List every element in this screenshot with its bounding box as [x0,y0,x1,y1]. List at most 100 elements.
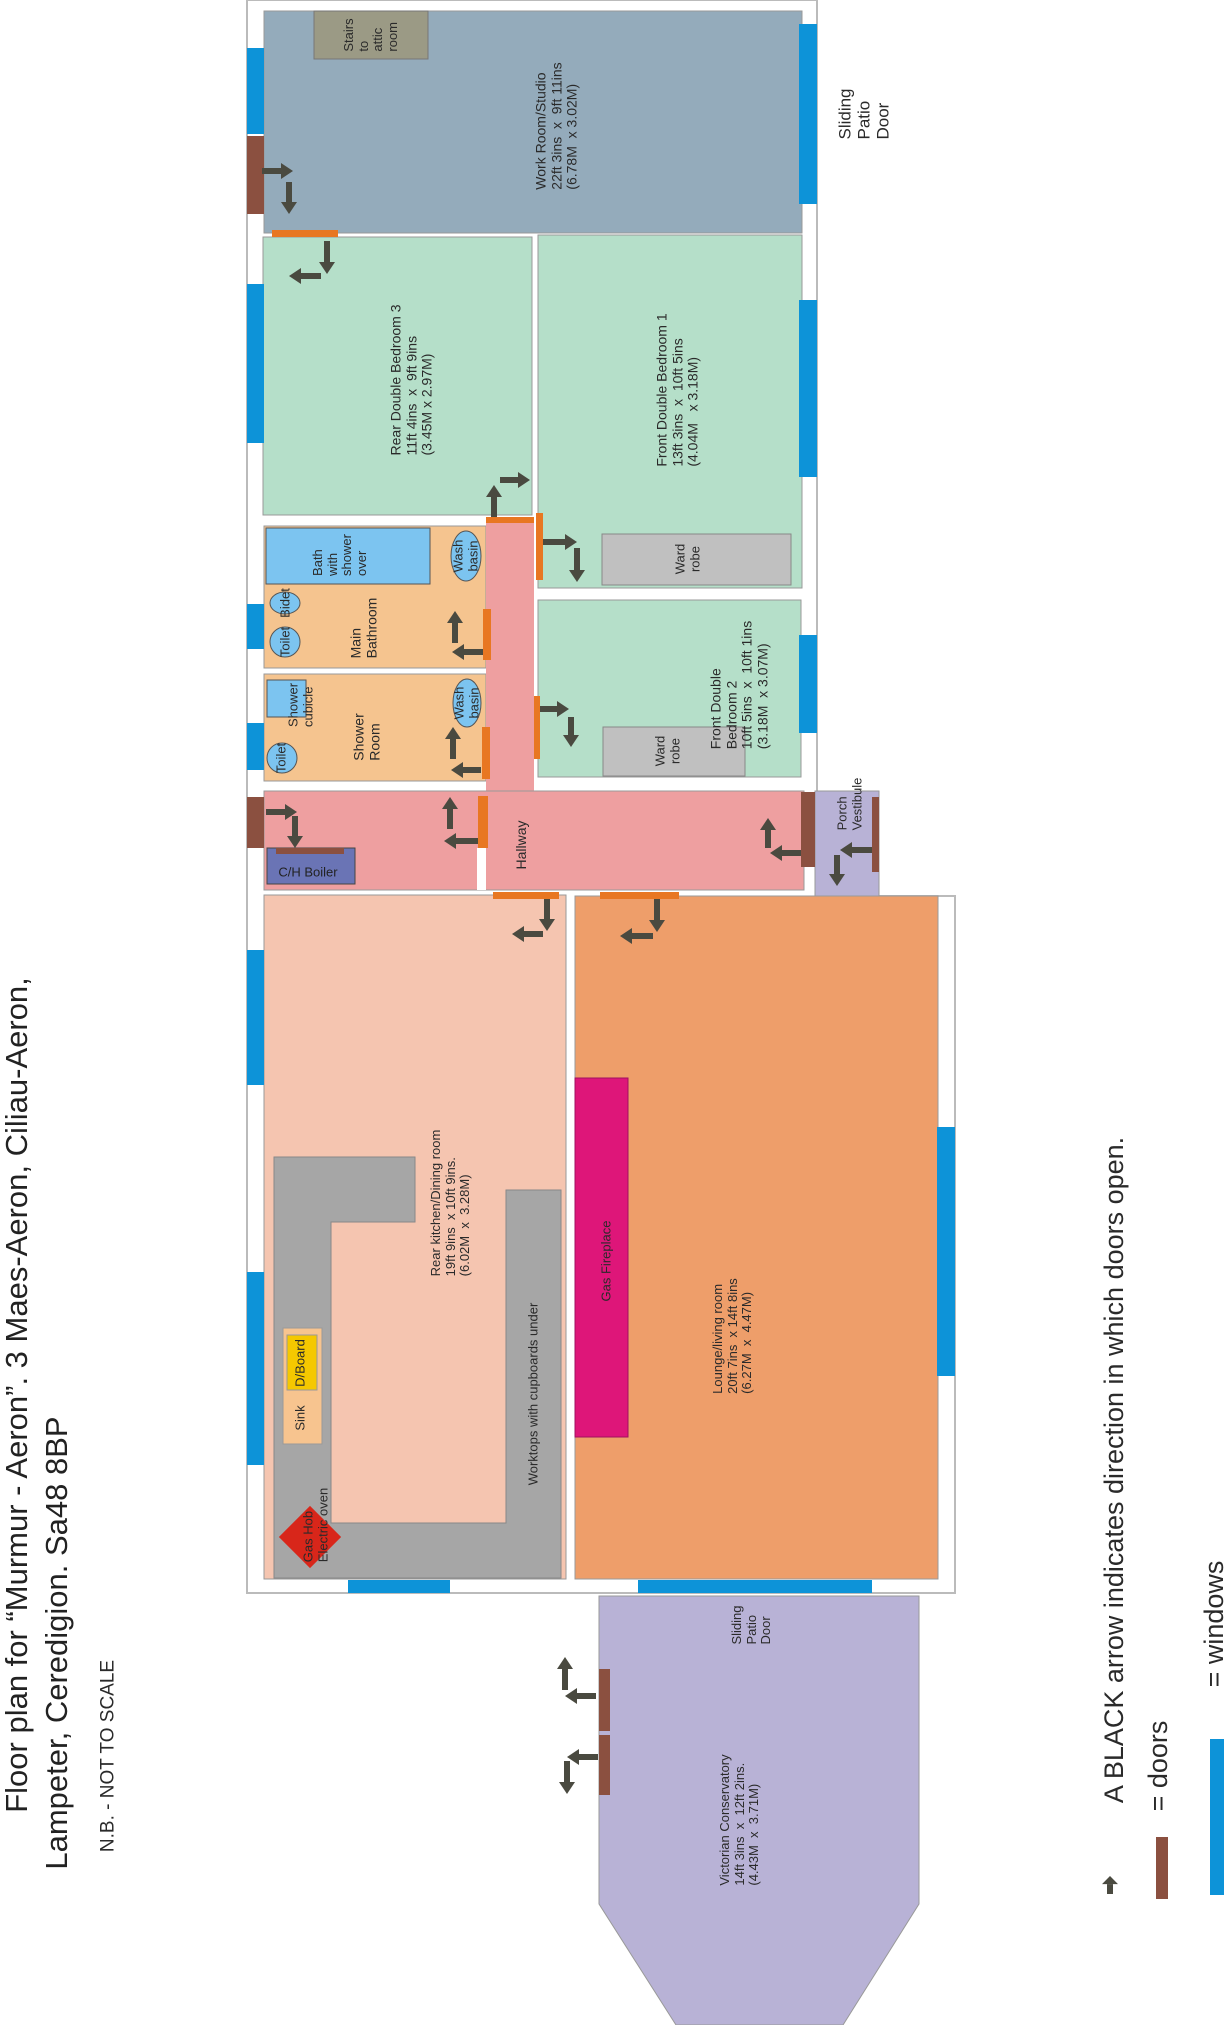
external-door [872,797,879,872]
door-swing-arrow-icon [1102,1876,1118,1894]
worktops-label: Worktops with cupboards under [525,1302,541,1486]
internal-door [493,892,559,899]
porch [814,790,880,897]
bedroom-2-label: Front Double Bedroom 2 10ft 5ins x 10ft … [707,620,771,750]
internal-door [478,796,488,848]
door-swing-arrow-icon [649,899,665,932]
not-to-scale-note: N.B. - NOT TO SCALE [97,1659,119,1853]
stairs-label: Stairs to attic room [340,18,400,52]
door-swing-arrow-icon [840,842,872,858]
legend-windows-text: = windows [1198,1560,1226,1688]
door-swing-arrow-icon [567,1749,598,1765]
window [247,604,264,649]
wardrobe-2-label: Ward robe [652,735,682,767]
door-swing-arrow-icon [500,472,530,488]
lounge [574,895,939,1580]
conservatory-label: Victorian Conservatory 14ft 3ins x 12ft … [717,1754,762,1886]
window [247,1272,264,1465]
door-swing-arrow-icon [262,163,293,179]
shower-cubicle-label: Shower cubicle [285,682,315,728]
external-door [247,136,264,214]
external-door [801,792,815,867]
internal-door [483,609,491,660]
fireplace-label: Gas Fireplace [598,1220,614,1302]
external-door [599,1669,610,1731]
internal-door [534,696,540,759]
internal-door [482,727,490,779]
wash-basin-shower-label: Wash basin [451,686,481,720]
door-swing-arrow-icon [563,717,579,747]
door-swing-arrow-icon [569,548,585,582]
window [799,300,817,477]
shower-room-label: Shower Room [350,713,382,761]
legend-window-swatch [1210,1739,1224,1895]
door-swing-arrow-icon [445,727,461,759]
wash-basin-main [450,530,482,582]
window [247,950,264,1085]
window [247,723,264,770]
wardrobe-1-label: Ward robe [672,543,702,575]
door-swing-arrow-icon [442,797,458,829]
bedroom-1-label: Front Double Bedroom 1 13ft 3ins x 10ft … [653,313,701,467]
drainer-board [286,1334,318,1391]
internal-door [536,513,543,580]
door-swing-arrow-icon [540,701,569,717]
hallway-label: Hallway [513,820,530,870]
door-swing-arrow-icon [559,1761,575,1794]
lounge-label: Lounge/living room 20ft 7ins x 14ft 8ins… [710,1278,755,1394]
door-swing-arrow-icon [452,644,483,660]
kitchen-label: Rear kitchen/Dining room 19ft 9ins x 10f… [428,1129,473,1277]
window [247,48,264,134]
boiler-top [276,848,344,854]
door-swing-arrow-icon [287,816,303,848]
door-swing-arrow-icon [319,241,335,274]
toilet-main-label: Toilet [277,626,293,658]
door-swing-arrow-icon [289,268,321,284]
legend-arrow-text: A BLACK arrow indicates direction in whi… [1098,1136,1129,1804]
toilet-main [269,626,301,658]
internal-door [272,230,338,237]
main-bathroom-label: Main Bathroom [347,597,379,659]
window [799,24,817,204]
door-swing-arrow-icon [565,1688,596,1704]
door-swing-arrow-icon [770,845,801,861]
door-swing-arrow-icon [447,611,463,643]
shower-cubicle [266,679,307,718]
internal-door [486,517,534,523]
window [937,1127,955,1376]
door-swing-arrow-icon [760,818,776,848]
hallway-gap [477,848,486,890]
internal-door [600,892,679,899]
bedroom-3-label: Rear Double Bedroom 3 11ft 4ins x 9ft 9i… [387,304,435,456]
door-swing-arrow-icon [512,926,543,942]
door-swing-arrow-icon [539,899,555,931]
sink-label: Sink [292,1405,308,1431]
bath-label: Bath with shower over [309,534,369,576]
window [638,1580,872,1593]
stairs [313,10,429,60]
wardrobe-2 [602,726,746,777]
door-swing-arrow-icon [557,1657,573,1690]
door-swing-arrow-icon [451,762,481,778]
external-door [247,797,264,848]
conservatory [598,1595,920,2025]
toilet-shower-label: Toilet [273,742,289,774]
legend-doors-text: = doors [1142,1720,1173,1812]
patio-door-bottom-label: Sliding Patio Door [729,1605,774,1645]
wash-basin-main-label: Wash basin [450,539,480,573]
window [348,1580,450,1593]
toilet-shower [266,742,298,774]
bath [265,527,431,585]
door-swing-arrow-icon [266,804,297,820]
door-swing-arrow-icon [281,182,297,214]
dboard-label: D/Board [292,1339,308,1387]
boiler-label: C/H Boiler [278,864,338,880]
title-line-2: Lampeter, Ceredigion. Sa48 8BP [38,1416,74,1870]
porch-label: Porch Vestibule [834,777,864,831]
door-swing-arrow-icon [620,928,653,944]
gas-fireplace [574,1077,629,1438]
window [247,284,264,443]
bidet-label: Bidet [277,588,293,618]
bedroom-3 [262,236,533,516]
